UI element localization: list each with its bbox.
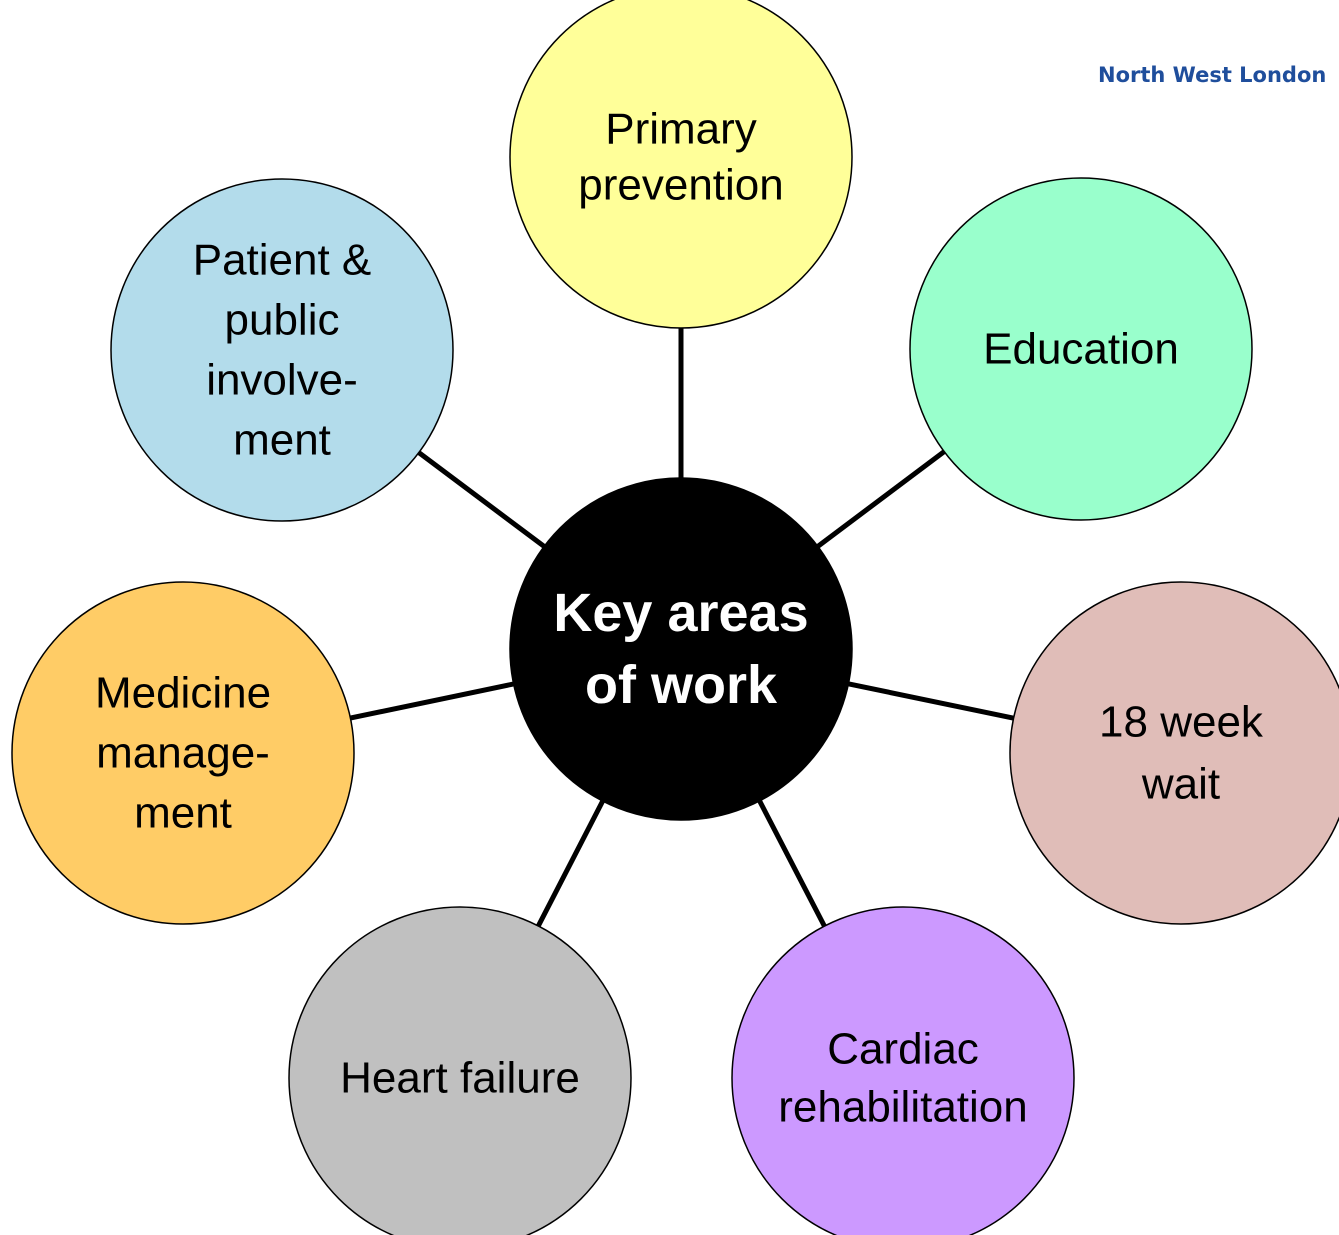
connector-education	[814, 448, 948, 550]
node-label-line: ment	[233, 416, 331, 465]
node-circle	[1009, 581, 1339, 925]
node-circle	[11, 581, 355, 925]
node-medicine-management: Medicine manage-ment	[11, 581, 355, 925]
node-circle	[909, 177, 1253, 521]
node-primary-prevention: Primary prevention	[509, 0, 853, 329]
connector-heart-failure	[535, 798, 606, 929]
node-label-line: 18 week	[1099, 698, 1264, 747]
node-label-line: ment	[134, 789, 232, 838]
node-circle	[731, 906, 1075, 1235]
node-label-line: Heart failure	[340, 1054, 580, 1103]
node-label-line: rehabilitation	[778, 1083, 1028, 1132]
connector-patient-public-involvement	[415, 449, 548, 550]
node-label-line: public	[225, 296, 340, 345]
logo: North West London	[1098, 0, 1339, 92]
connector-18-week-wait	[845, 680, 1017, 722]
node-label-line: Medicine	[95, 669, 271, 718]
node-label-line: Patient &	[193, 236, 372, 285]
node-label-line: Education	[983, 325, 1179, 374]
connectors	[347, 326, 1017, 930]
node-circle	[288, 906, 632, 1235]
connector-medicine-management	[347, 681, 517, 721]
node-label-line: involve-	[206, 356, 358, 405]
node-circle	[110, 178, 454, 522]
center-hub: Key areas of work	[509, 477, 853, 821]
logo-text: North West London	[1098, 63, 1326, 87]
node-circle	[509, 0, 853, 329]
node-label-line: Primary	[605, 105, 757, 154]
node-label-line: prevention	[578, 161, 783, 210]
center-label-line: Key areas	[553, 583, 808, 643]
node-cardiac-rehabilitation: Cardiac rehabilitation	[731, 906, 1075, 1235]
connector-cardiac-rehabilitation	[756, 797, 828, 930]
node-patient-public-involvement: Patient & public involve-ment	[110, 178, 454, 522]
node-label-line: manage-	[96, 729, 270, 778]
node-18-week-wait: 18 week wait	[1009, 581, 1339, 925]
node-label-line: Cardiac	[827, 1025, 979, 1074]
center-label-line: of work	[585, 655, 778, 715]
center-circle	[509, 477, 853, 821]
logo-box	[1098, 0, 1339, 92]
center-node: Key areas of work	[509, 477, 853, 821]
node-education: Education	[909, 177, 1253, 521]
node-heart-failure: Heart failure	[288, 906, 632, 1235]
node-label-line: wait	[1141, 760, 1220, 809]
